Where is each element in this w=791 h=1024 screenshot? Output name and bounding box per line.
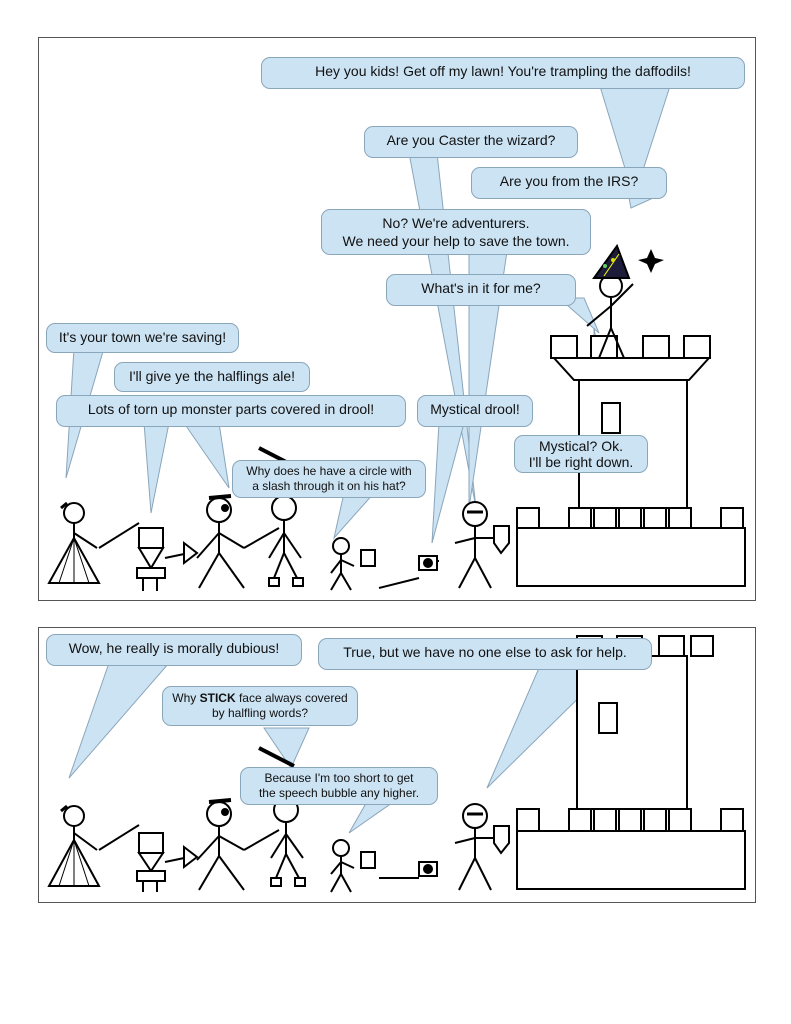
- bubble-text: True, but we have no one else to ask for…: [343, 644, 627, 660]
- tail-stick-face: [263, 727, 310, 770]
- bubble-text-line-2: by halfling words?: [211, 706, 309, 720]
- bubble-circle-slash: Why does he have a circle with a slash t…: [232, 460, 426, 498]
- bubble-text-line-1: No? We're adventurers.: [382, 215, 530, 231]
- tail-halflings-ale: [143, 422, 170, 514]
- bubble-caster-question: Are you Caster the wizard?: [364, 126, 578, 158]
- bubble-text: It's your town we're saving!: [58, 329, 227, 345]
- bubble-text-line-2: a slash through it on his hat?: [252, 479, 406, 493]
- bubble-too-short: Because I'm too short to get the speech …: [240, 767, 438, 805]
- tail-irs-question: [628, 197, 654, 209]
- tail-mystical-drool: [431, 422, 465, 544]
- bubble-text-part: face always covered: [235, 691, 348, 705]
- knight-figure: [379, 803, 510, 891]
- halfling-figure: [330, 839, 376, 893]
- wizard-figure: [586, 243, 664, 359]
- bubble-text: What's in it for me?: [421, 280, 541, 296]
- bubble-mystical-drool: Mystical drool!: [417, 395, 533, 427]
- bubble-text: Mystical drool!: [430, 401, 520, 417]
- knight-figure: [378, 501, 510, 589]
- bubble-text-bold: STICK: [199, 691, 236, 705]
- bubble-halflings-ale: I'll give ye the halflings ale!: [114, 362, 310, 392]
- bubble-text-line-2: We need your help to save the town.: [342, 233, 570, 249]
- princess-figure: [47, 501, 140, 584]
- bubble-text-part: Why: [172, 691, 200, 705]
- bubble-your-town: It's your town we're saving!: [46, 323, 239, 353]
- bubble-morally-dubious: Wow, he really is morally dubious!: [46, 634, 302, 666]
- princess-figure: [47, 804, 140, 887]
- bubble-text-line-1: Why does he have a circle with: [246, 464, 412, 478]
- bubble-text: Lots of torn up monster parts covered in…: [87, 401, 375, 417]
- tail-monster-parts: [183, 422, 230, 489]
- panel-1-artwork: [47, 82, 746, 591]
- bubble-text-line-2: the speech bubble any higher.: [258, 786, 420, 800]
- comic-panel-1: Hey you kids! Get off my lawn! You're tr…: [38, 37, 756, 601]
- panel-2-artwork: [47, 635, 746, 893]
- bubble-irs-question: Are you from the IRS?: [471, 167, 667, 199]
- bubble-text-line-2: I'll be right down.: [528, 454, 634, 470]
- pirate-figure: [196, 798, 280, 891]
- tower: [516, 635, 746, 890]
- comic-panel-2: Wow, he really is morally dubious! True,…: [38, 627, 756, 903]
- bubble-text: Hey you kids! Get off my lawn! You're tr…: [315, 63, 691, 79]
- bubble-text: Wow, he really is morally dubious!: [68, 640, 280, 656]
- tail-circle-slash: [333, 492, 376, 540]
- bubble-text: I'll give ye the halflings ale!: [128, 368, 296, 384]
- bubble-wizard-lawn: Hey you kids! Get off my lawn! You're tr…: [261, 57, 745, 89]
- bubble-stick-face: Why STICK face always covered by halflin…: [162, 686, 358, 726]
- dwarf-figure: [136, 527, 199, 591]
- bubble-text-line-1: Mystical? Ok.: [538, 438, 623, 454]
- bubble-text: Are you from the IRS?: [499, 173, 639, 189]
- halfling-figure: [330, 537, 376, 591]
- bubble-no-one-else: True, but we have no one else to ask for…: [318, 638, 652, 670]
- bubble-text-line-1: Because I'm too short to get: [264, 771, 414, 785]
- bubble-whats-in-it: What's in it for me?: [386, 274, 576, 306]
- bubble-text-line-1: Why STICK face always covered: [169, 691, 351, 706]
- bubble-monster-parts: Lots of torn up monster parts covered in…: [56, 395, 406, 427]
- bubble-adventurers: No? We're adventurers. We need your help…: [321, 209, 591, 255]
- tail-morally-dubious: [68, 662, 171, 779]
- dwarf-figure: [136, 832, 199, 892]
- pirate-figure: [196, 494, 280, 589]
- bubble-text: Are you Caster the wizard?: [386, 132, 556, 148]
- bubble-mystical-ok: Mystical? Ok. I'll be right down.: [514, 435, 648, 473]
